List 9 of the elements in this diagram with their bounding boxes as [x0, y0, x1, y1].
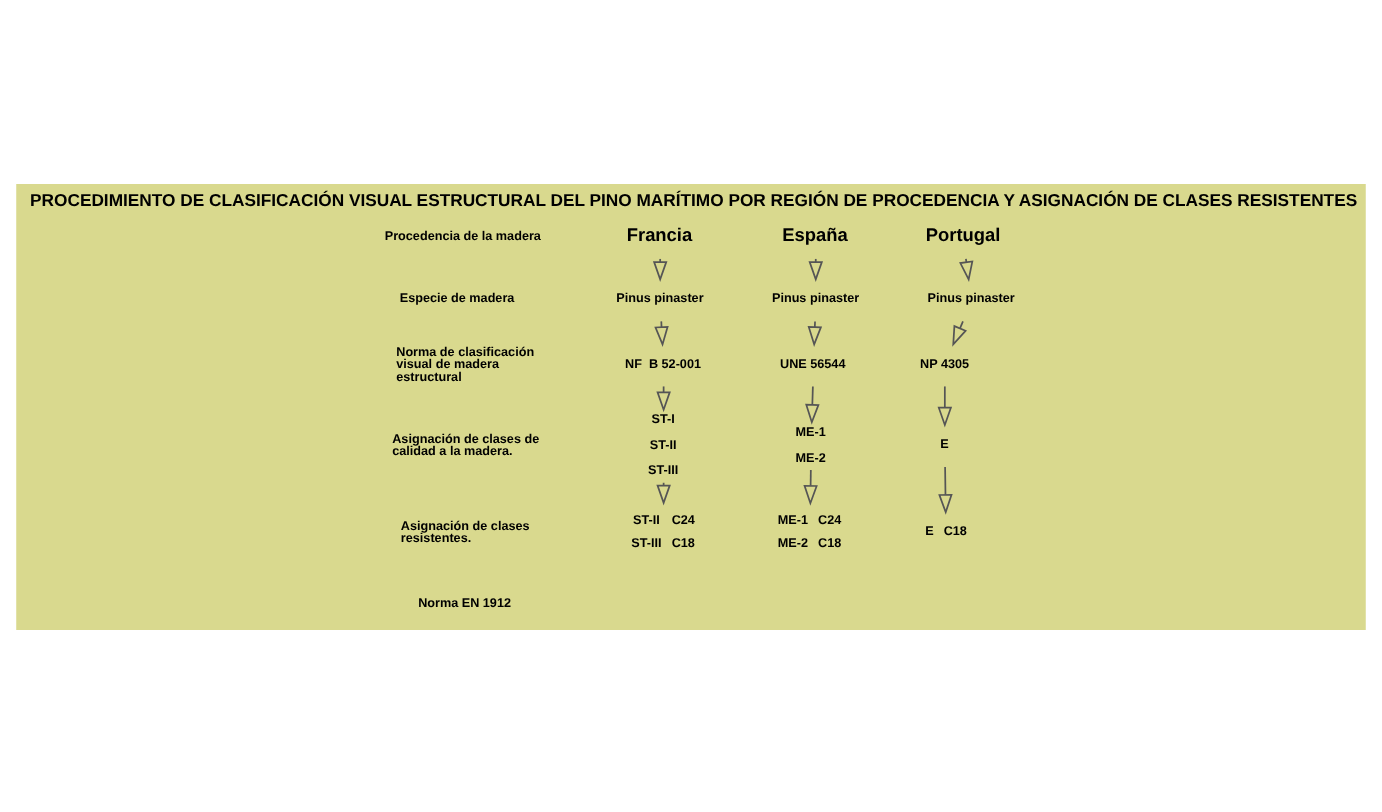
arrow — [937, 384, 953, 427]
node-text: Francia — [626, 224, 693, 245]
arrow — [803, 468, 818, 505]
diagram-title: PROCEDIMIENTO DE CLASIFICACIÓN VISUAL ESTRUCTURAL DEL PINO MARÍTIMO POR REGIÓN DE PROCEDENCIA Y ASIGNACIÓN DE CLASES RESISTENTES — [30, 188, 1358, 209]
arrow — [805, 384, 820, 424]
arrow — [807, 319, 823, 346]
node-text: España — [782, 224, 848, 245]
arrow — [938, 465, 953, 514]
node-text: Portugal — [925, 224, 1001, 245]
